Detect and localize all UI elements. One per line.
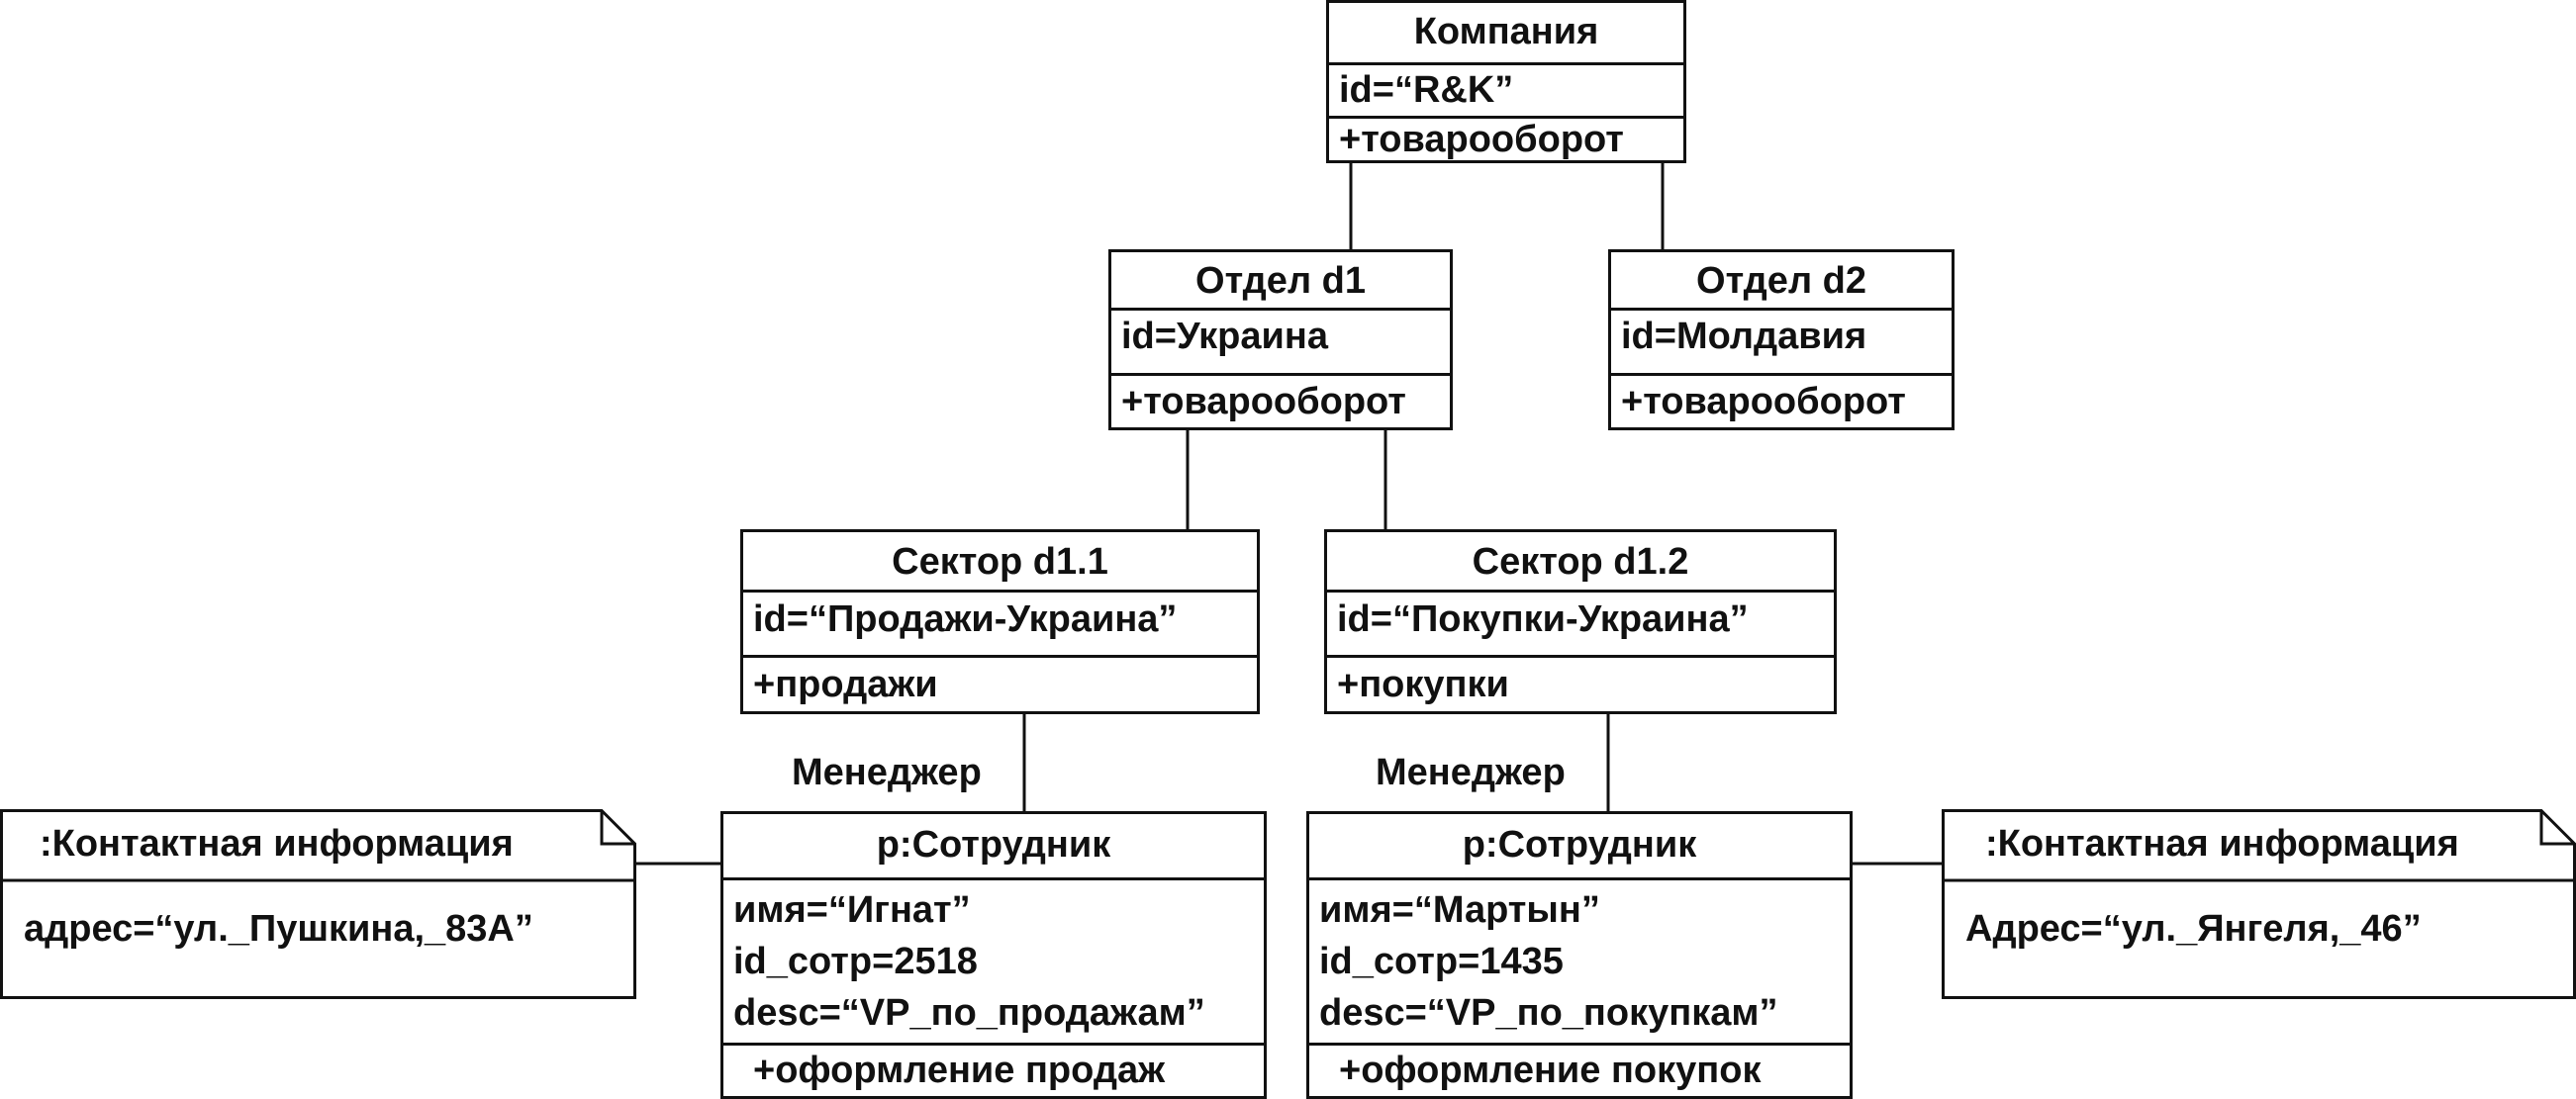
object-name: p:Сотрудник	[1462, 824, 1697, 866]
object-sector-d11: Сектор d1.1 id=“Продажи-Украина” +продаж…	[740, 529, 1260, 714]
note-contact-left: :Контактная информация адрес=“ул._Пушкин…	[0, 809, 636, 999]
attributes-section: id=Украина	[1111, 308, 1450, 373]
operations-section: +покупки	[1327, 655, 1834, 711]
attributes-section: имя=“Игнат” id_сотр=2518 desc=“VP_по_про…	[723, 877, 1264, 1043]
operation: +товарооборот	[1339, 119, 1624, 160]
attribute: desc=“VP_по_покупкам”	[1319, 992, 1778, 1034]
attribute: id=“Продажи-Украина”	[753, 598, 1178, 640]
operation: +покупки	[1337, 664, 1509, 705]
object-name: Компания	[1413, 11, 1599, 52]
object-name: Отдел d1	[1195, 260, 1366, 302]
note-body: адрес=“ул._Пушкина,_83А”	[24, 908, 533, 950]
object-company: Компания id=“R&K” +товарооборот	[1326, 0, 1686, 163]
attributes-section: id=“R&K”	[1329, 62, 1683, 116]
note-shape	[0, 809, 636, 999]
attributes-section: имя=“Мартын” id_сотр=1435 desc=“VP_по_по…	[1309, 877, 1850, 1043]
operation: +оформление продаж	[753, 1050, 1166, 1091]
attributes-section: id=Молдавия	[1611, 308, 1952, 373]
object-sector-d12: Сектор d1.2 id=“Покупки-Украина” +покупк…	[1324, 529, 1837, 714]
operations-section: +оформление продаж	[723, 1043, 1264, 1096]
attribute: id_сотр=1435	[1319, 941, 1564, 982]
operation: +товарооборот	[1121, 381, 1406, 422]
operation: +товарооборот	[1621, 381, 1906, 422]
edge-label-manager-left: Менеджер	[792, 752, 982, 793]
attribute: id=“R&K”	[1339, 69, 1514, 111]
note-title: :Контактная информация	[1985, 823, 2459, 865]
object-name: Сектор d1.2	[1472, 541, 1689, 583]
attribute: имя=“Мартын”	[1319, 889, 1600, 931]
object-dept-d1: Отдел d1 id=Украина +товарооборот	[1108, 249, 1453, 430]
operations-section: +товарооборот	[1611, 373, 1952, 427]
attributes-section: id=“Покупки-Украина”	[1327, 590, 1834, 655]
object-name: p:Сотрудник	[876, 824, 1111, 866]
note-contact-right: :Контактная информация Адрес=“ул._Янгеля…	[1942, 809, 2576, 999]
operations-section: +оформление покупок	[1309, 1043, 1850, 1096]
attribute: имя=“Игнат”	[733, 889, 971, 931]
note-title: :Контактная информация	[40, 823, 514, 865]
operations-section: +товарооборот	[1329, 116, 1683, 160]
object-dept-d2: Отдел d2 id=Молдавия +товарооборот	[1608, 249, 1955, 430]
operations-section: +продажи	[743, 655, 1257, 711]
object-name: Отдел d2	[1696, 260, 1866, 302]
attributes-section: id=“Продажи-Украина”	[743, 590, 1257, 655]
object-employee-left: p:Сотрудник имя=“Игнат” id_сотр=2518 des…	[720, 811, 1267, 1099]
object-employee-right: p:Сотрудник имя=“Мартын” id_сотр=1435 de…	[1306, 811, 1853, 1099]
operations-section: +товарооборот	[1111, 373, 1450, 427]
attribute: id_сотр=2518	[733, 941, 978, 982]
object-name: Сектор d1.1	[892, 541, 1108, 583]
attribute: id=Украина	[1121, 316, 1328, 357]
attribute: desc=“VP_по_продажам”	[733, 992, 1205, 1034]
operation: +продажи	[753, 664, 938, 705]
note-shape	[1942, 809, 2576, 999]
note-body: Адрес=“ул._Янгеля,_46”	[1965, 908, 2422, 950]
attribute: id=“Покупки-Украина”	[1337, 598, 1749, 640]
operation: +оформление покупок	[1339, 1050, 1762, 1091]
attribute: id=Молдавия	[1621, 316, 1867, 357]
edge-label-manager-right: Менеджер	[1376, 752, 1566, 793]
